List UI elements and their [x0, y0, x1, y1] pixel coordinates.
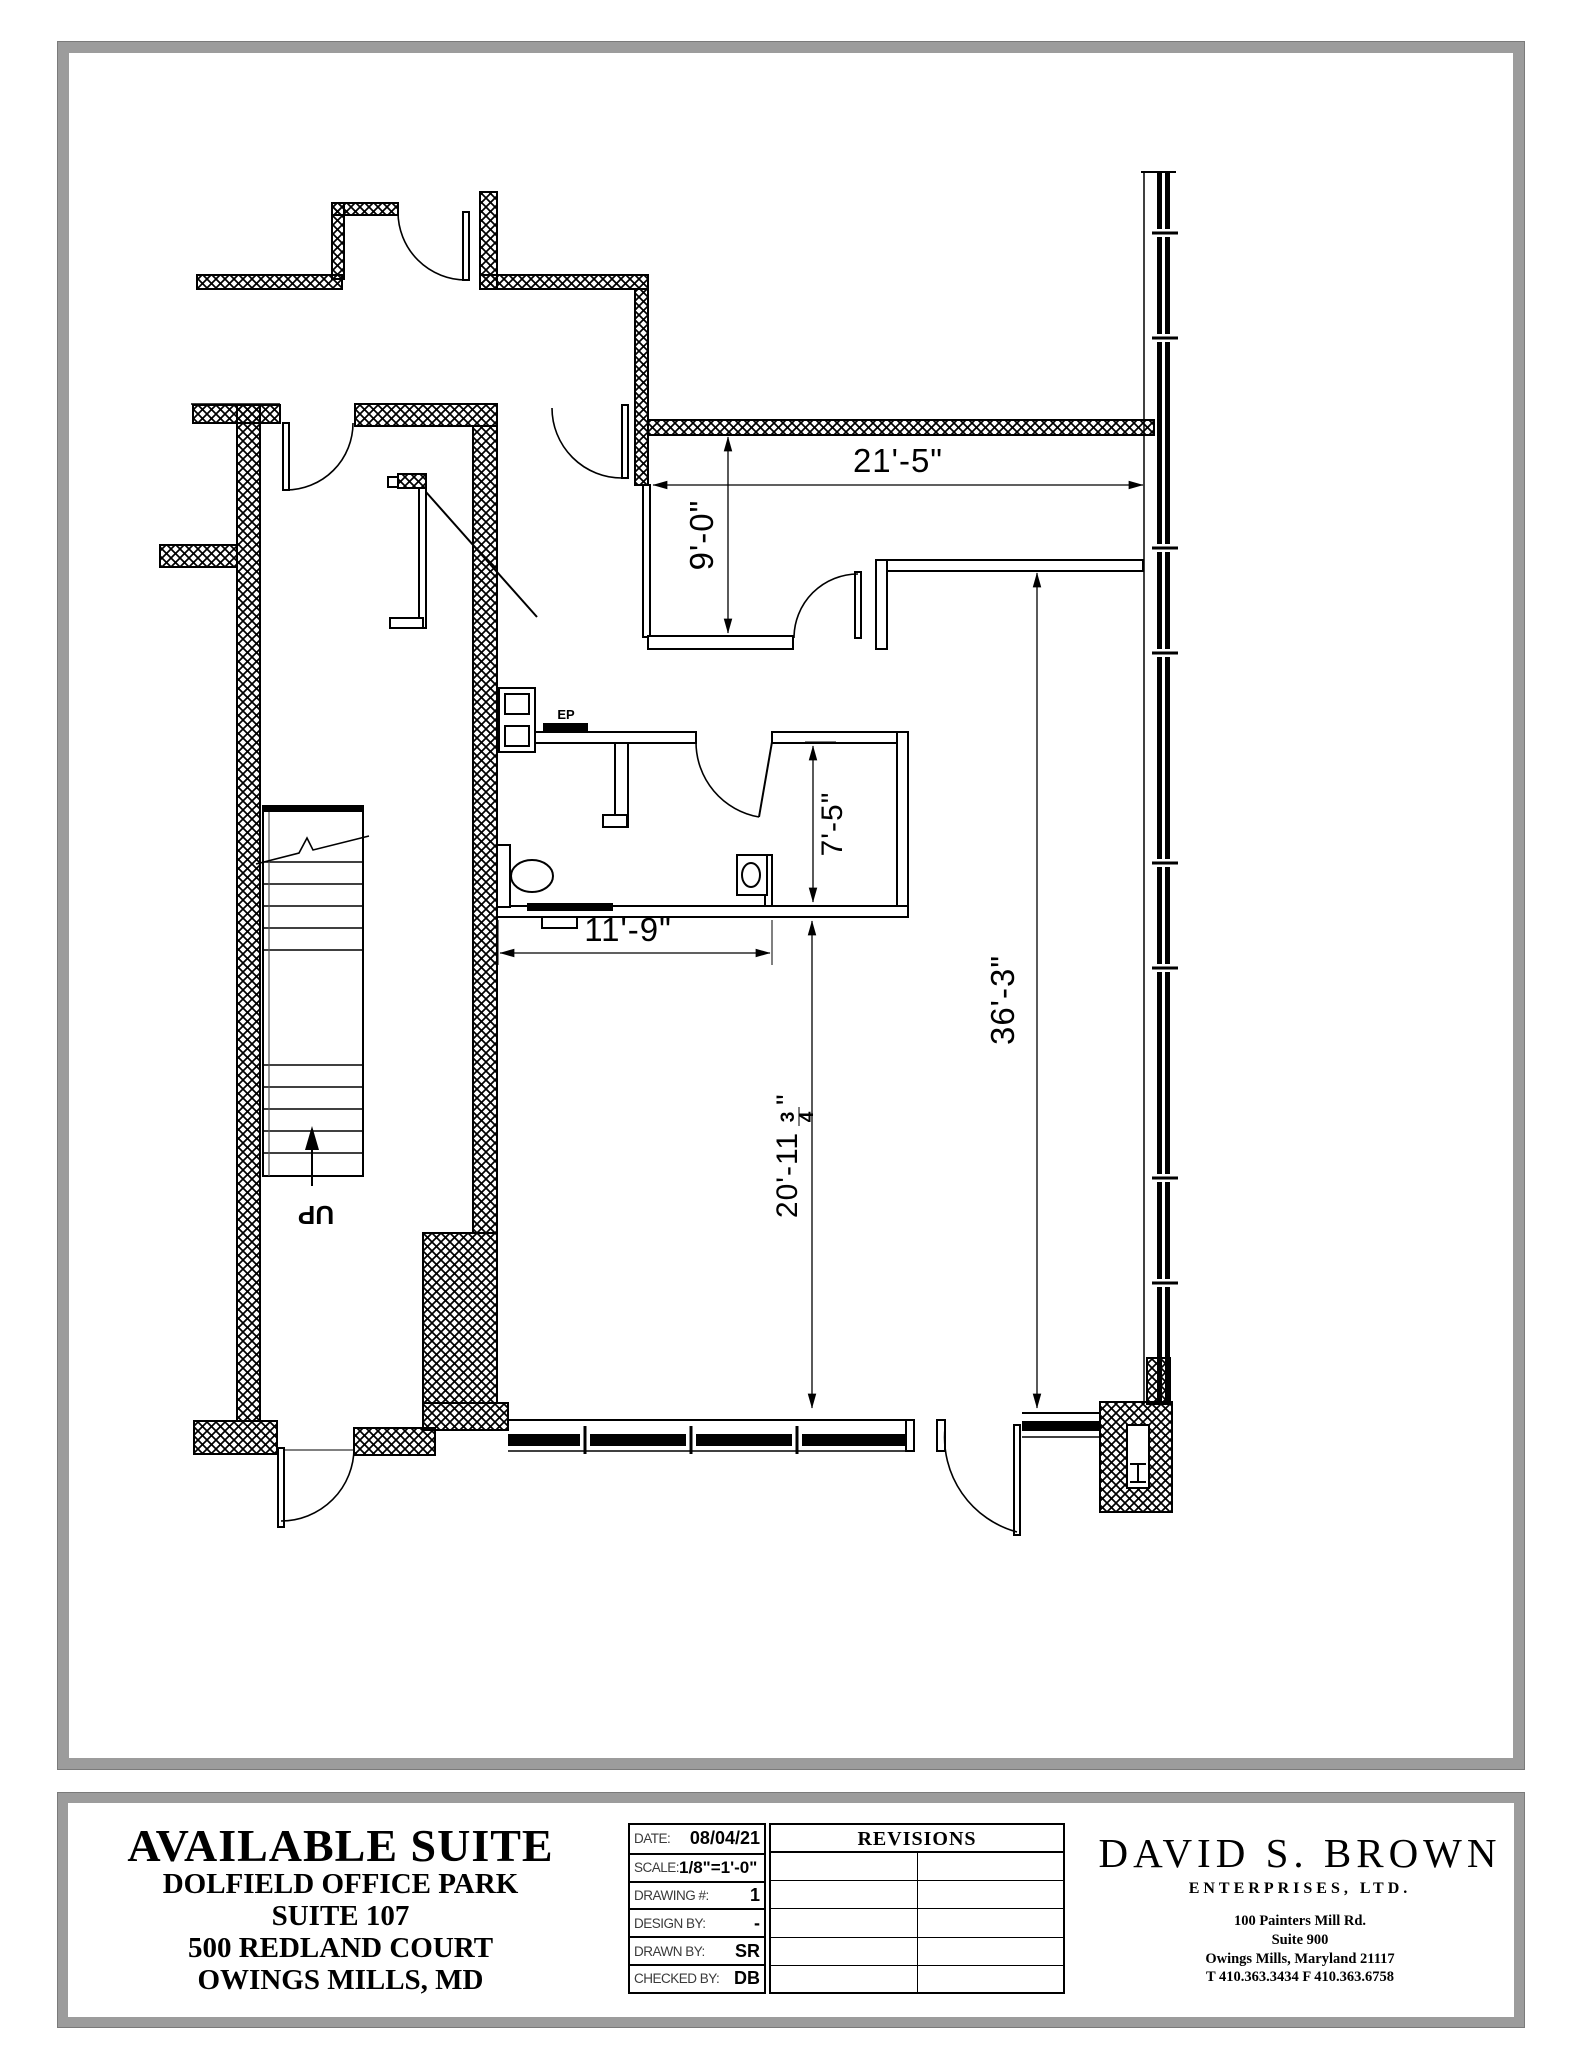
revisions-header: REVISIONS — [771, 1825, 1063, 1853]
info-row-drawing-number: DRAWING #: 1 — [630, 1880, 764, 1909]
suite-line-3: 500 REDLAND COURT — [187, 1932, 494, 1964]
design-by-label: DESIGN BY: — [634, 1915, 706, 1931]
revisions-table: REVISIONS — [769, 1823, 1065, 1994]
revisions-column-divider — [917, 1853, 918, 1992]
company-address-line-1: 100 Painters Mill Rd. — [1233, 1912, 1367, 1929]
plan-border-frame — [57, 41, 1525, 1770]
suite-line-1: DOLFIELD OFFICE PARK — [162, 1868, 519, 1901]
design-by-value: - — [754, 1912, 760, 1933]
drawing-number-label: DRAWING #: — [634, 1887, 709, 1903]
company-address-line-3: Owings Mills, Maryland 21117 — [1205, 1950, 1395, 1967]
info-row-checked-by: CHECKED BY: DB — [630, 1963, 764, 1992]
drawing-number-value: 1 — [749, 1884, 760, 1905]
suite-line-4: OWINGS MILLS, MD — [197, 1963, 484, 1996]
drawing-info-table: DATE: 08/04/21 SCALE: 1/8"=1'-0" DRAWING… — [628, 1823, 766, 1994]
company-address-line-4: T 410.363.3434 F 410.363.6758 — [1205, 1969, 1395, 1986]
company-address: 100 Painters Mill Rd. Suite 900 Owings M… — [1205, 1912, 1394, 1987]
suite-line-2: SUITE 107 — [271, 1900, 410, 1933]
info-row-date: DATE: 08/04/21 — [630, 1825, 764, 1853]
drawn-by-label: DRAWN BY: — [634, 1943, 705, 1959]
scale-value: 1/8"=1'-0" — [679, 1857, 758, 1877]
checked-by-value: DB — [734, 1968, 760, 1989]
company-type: ENTERPRISES, LTD. — [1188, 1879, 1412, 1897]
company-address-line-2: Suite 900 — [1271, 1931, 1329, 1948]
date-value: 08/04/21 — [689, 1828, 760, 1849]
scale-label: SCALE: — [634, 1860, 680, 1876]
checked-by-label: CHECKED BY: — [634, 1971, 720, 1987]
suite-identity: AVAILABLE SUITE DOLFIELD OFFICE PARK SUI… — [68, 1803, 613, 2017]
info-row-design-by: DESIGN BY: - — [630, 1908, 764, 1936]
revision-row — [771, 1966, 1063, 1994]
company-name: DAVID S. BROWN — [1098, 1829, 1502, 1876]
company-block: DAVID S. BROWN ENTERPRISES, LTD. 100 Pai… — [1086, 1803, 1514, 2017]
date-label: DATE: — [634, 1831, 671, 1847]
title-block: AVAILABLE SUITE DOLFIELD OFFICE PARK SUI… — [57, 1792, 1525, 2028]
drawn-by-value: SR — [734, 1940, 760, 1961]
sheet-title: AVAILABLE SUITE — [127, 1820, 554, 1872]
info-row-drawn-by: DRAWN BY: SR — [630, 1936, 764, 1964]
info-row-scale: SCALE: 1/8"=1'-0" — [630, 1852, 764, 1881]
